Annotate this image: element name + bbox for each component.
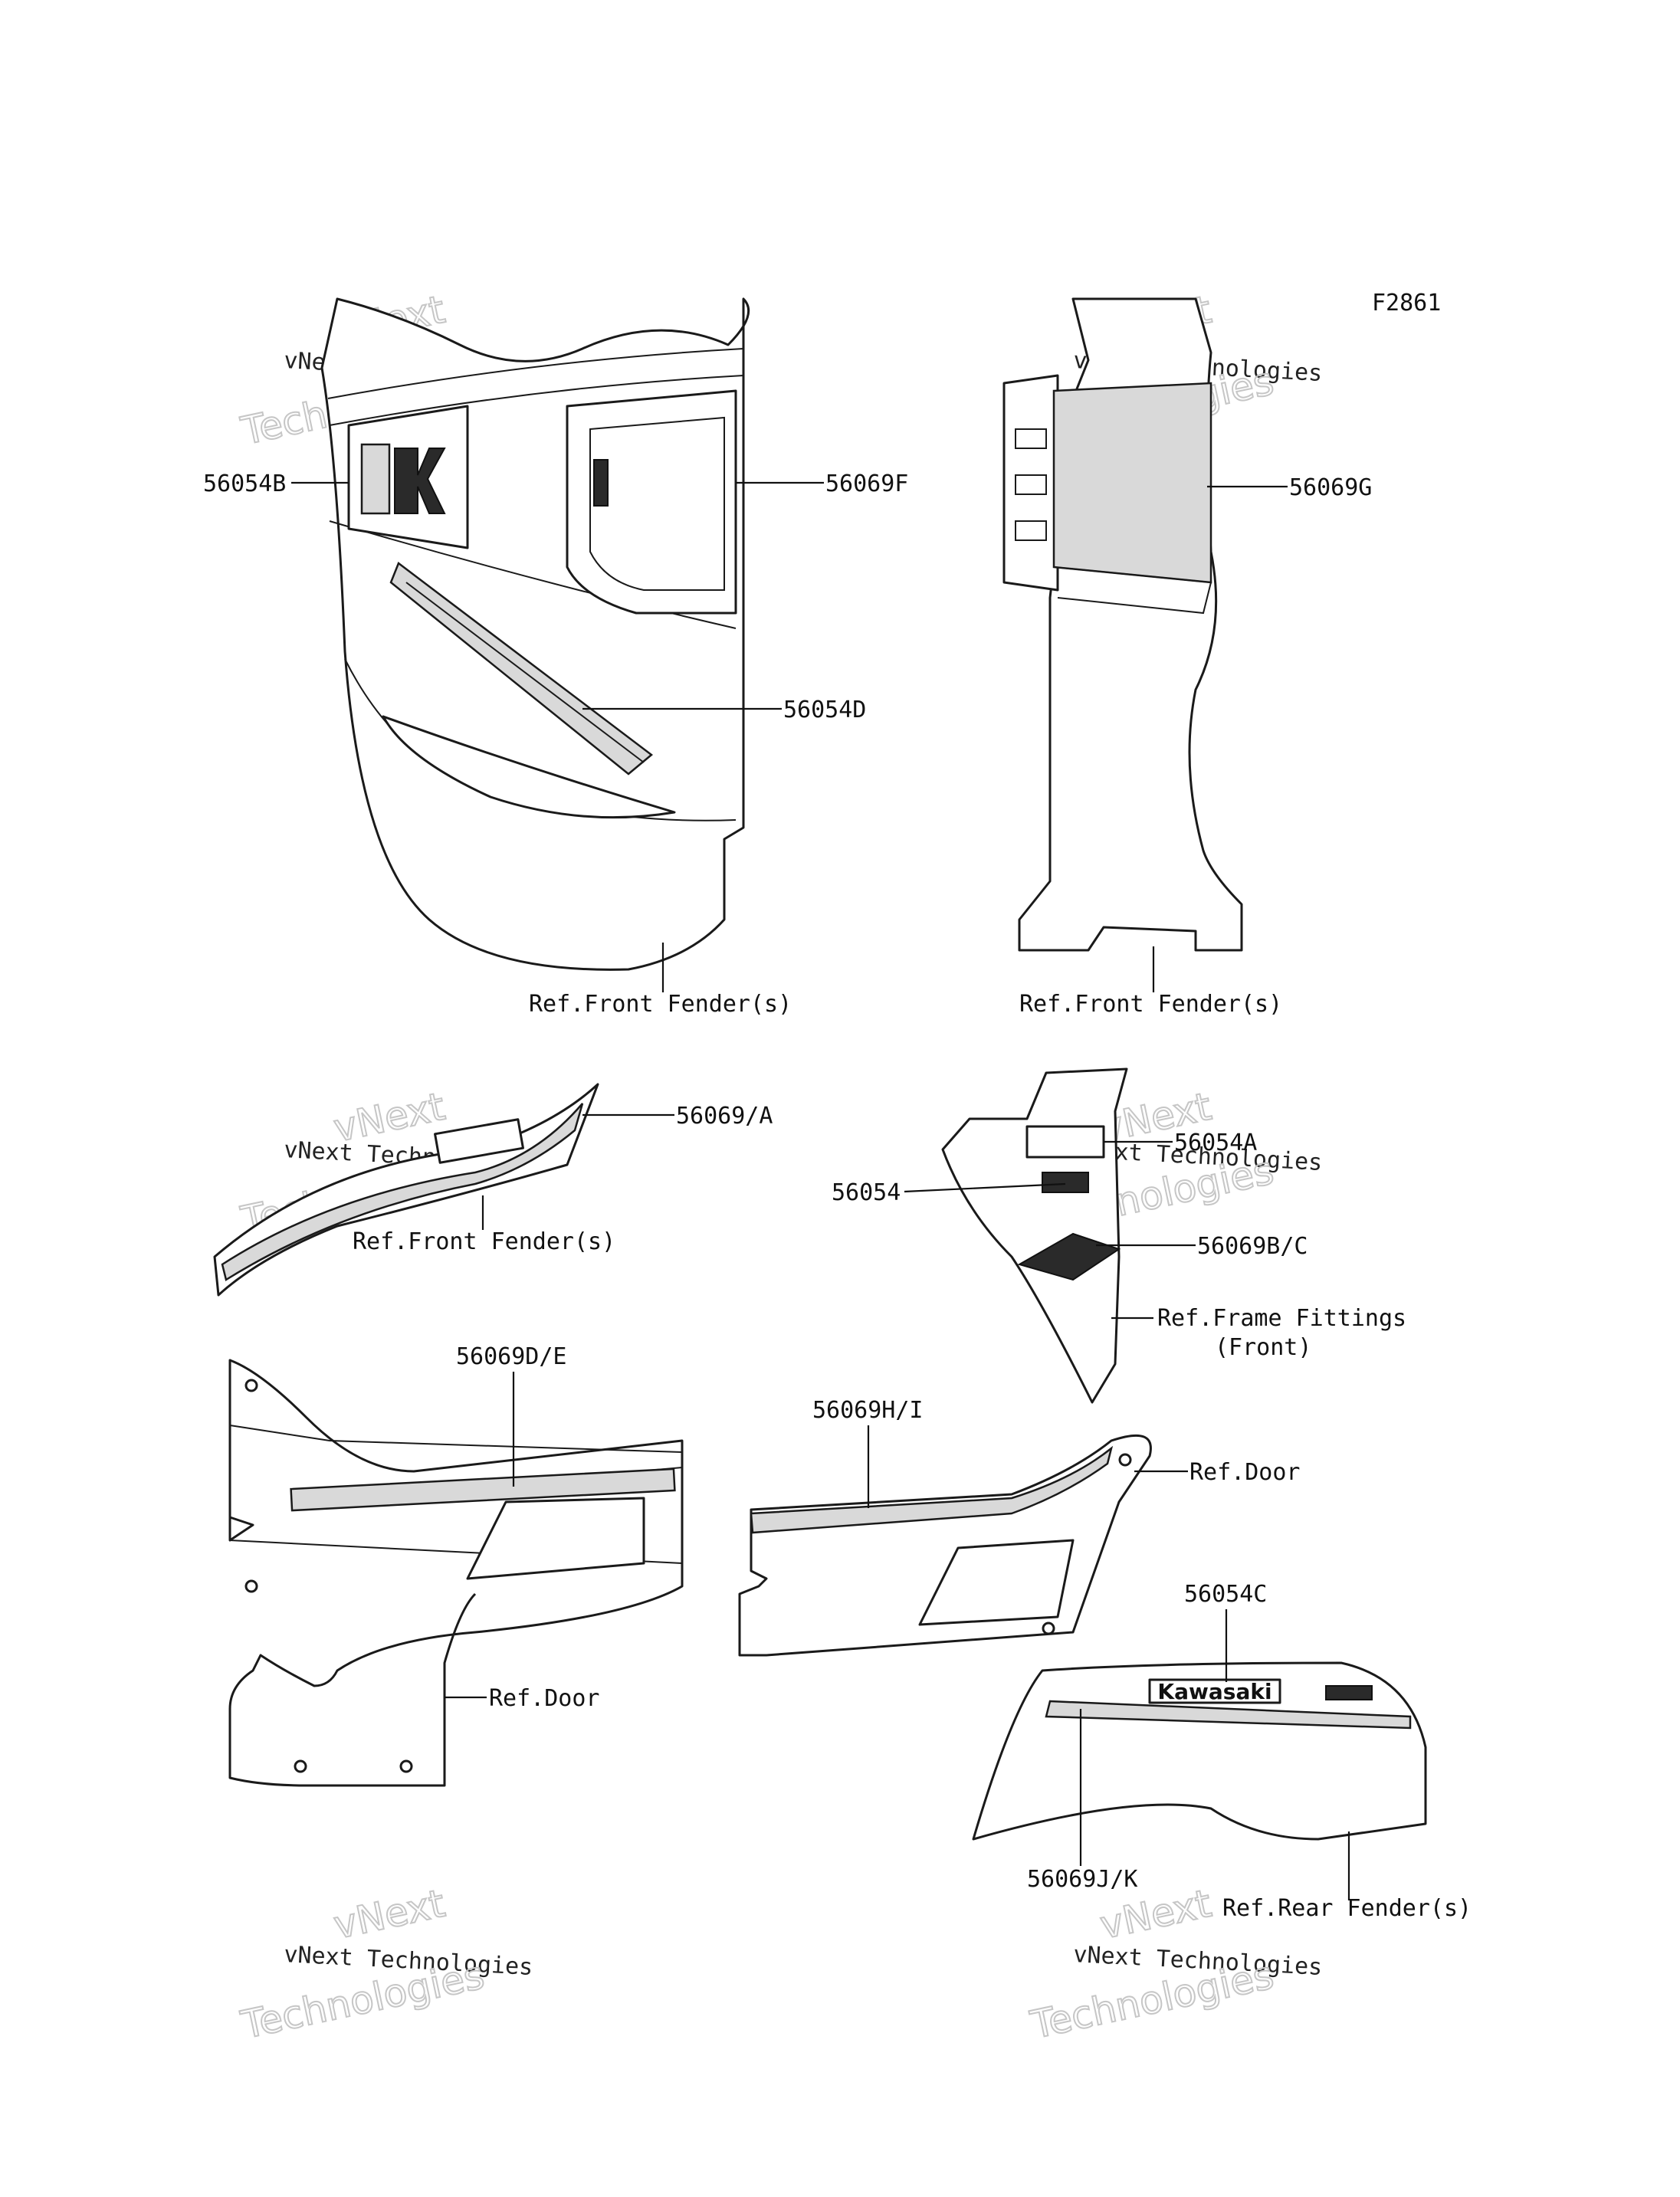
- decal-56054d: [389, 562, 654, 776]
- bracket-slot-1: [1015, 428, 1047, 449]
- kawasaki-brand-text: Kawasaki: [1157, 1679, 1271, 1704]
- leader-lines: [291, 481, 1350, 1900]
- label-56069de: 56069D/E: [456, 1343, 567, 1370]
- label-56054c: 56054C: [1184, 1581, 1267, 1608]
- decal-56069hi-stripe: [750, 1445, 1114, 1534]
- decal-56054a-badge: [1025, 1125, 1105, 1159]
- label-56054d: 56054D: [783, 697, 866, 723]
- decal-56054b-logo: [360, 443, 391, 515]
- lower-intake: [382, 715, 676, 819]
- decal-56054c-panel: [1148, 1678, 1281, 1704]
- door-left-hole-4: [399, 1759, 413, 1773]
- frame-fittings-body: [941, 1067, 1128, 1404]
- label-56069a: 56069/A: [676, 1103, 773, 1130]
- door-left-view: [228, 1359, 684, 1787]
- side-bracket: [1002, 374, 1059, 592]
- body-crease: [329, 520, 737, 629]
- figure-code: F2861: [1372, 290, 1441, 316]
- watermark-vnext: vNext: [330, 1881, 448, 1948]
- decal-56069bc-stripe: [1017, 1232, 1121, 1281]
- label-ref-door-right: Ref.Door: [1189, 1459, 1301, 1486]
- decal-56069f-inner: [589, 416, 725, 591]
- k-logo-icon: [394, 448, 446, 514]
- front-fender-left-view: [320, 297, 750, 971]
- label-ref-front-fender-2: Ref.Front Fender(s): [1019, 991, 1282, 1018]
- label-56069jk: 56069J/K: [1027, 1866, 1138, 1893]
- label-56054: 56054: [832, 1179, 901, 1206]
- label-56054a: 56054A: [1174, 1130, 1257, 1156]
- label-56069hi: 56069H/I: [812, 1397, 924, 1424]
- front-fender-right-view: [1002, 297, 1243, 952]
- label-56054b: 56054B: [203, 471, 286, 497]
- label-ref-frame-fittings-1: Ref.Frame Fittings: [1157, 1305, 1406, 1332]
- decal-56069f-badge: [593, 459, 609, 507]
- door-left-trim-1: [229, 1425, 683, 1453]
- front-fender-stripe-view: [213, 1083, 599, 1297]
- label-ref-door-left: Ref.Door: [489, 1685, 600, 1712]
- door-right-window: [918, 1539, 1075, 1626]
- door-right-hole-1: [1118, 1453, 1132, 1467]
- leader-56054: [904, 1182, 1066, 1193]
- door-left-outline: [228, 1359, 254, 1542]
- door-right-hole-2: [1042, 1622, 1055, 1635]
- rear-fender-badge: [1325, 1685, 1373, 1700]
- label-ref-front-fender-3: Ref.Front Fender(s): [353, 1228, 615, 1255]
- decal-56069de-stripe: [290, 1467, 676, 1512]
- label-56069bc: 56069B/C: [1197, 1233, 1308, 1260]
- rear-fender-view: Kawasaki: [972, 1661, 1427, 1841]
- decal-56054b: [347, 405, 469, 549]
- upper-trim-line-2: [329, 375, 744, 426]
- label-ref-frame-fittings-2: (Front): [1215, 1334, 1311, 1361]
- door-left-hole-1: [244, 1379, 258, 1392]
- door-left-window: [466, 1497, 645, 1580]
- door-left-hole-2: [244, 1579, 258, 1593]
- watermark-bottom-left: vNext vNext Technologies Technologies: [236, 1881, 533, 2048]
- decal-56069g-stripe: [1052, 382, 1212, 584]
- decal-56069jk-stripe: [1045, 1700, 1412, 1730]
- door-right-view: [738, 1434, 1152, 1657]
- decal-56069f: [566, 389, 737, 615]
- label-56069g: 56069G: [1289, 474, 1372, 501]
- label-56069f: 56069F: [825, 471, 908, 497]
- door-left-hole-3: [294, 1759, 307, 1773]
- frame-fittings-front-view: [941, 1067, 1128, 1404]
- label-ref-rear-fender: Ref.Rear Fender(s): [1222, 1895, 1472, 1922]
- upper-trim-line: [327, 348, 744, 399]
- bracket-slot-3: [1015, 520, 1047, 541]
- part-labels: 56054B 56069F 56054D 56069G Ref.Front Fe…: [203, 471, 1472, 1922]
- door-left-body: [228, 1359, 684, 1787]
- bracket-slot-2: [1015, 474, 1047, 495]
- decal-56069g-band: [1053, 566, 1212, 615]
- decal-56054-badge: [1042, 1172, 1089, 1193]
- decal-56069a-badge: [434, 1118, 524, 1164]
- decal-56069f-outer: [566, 389, 737, 615]
- decal-56054d-outline: [405, 582, 645, 763]
- label-ref-front-fender-1: Ref.Front Fender(s): [529, 991, 792, 1018]
- decal-56069a-stripe: [221, 1103, 584, 1281]
